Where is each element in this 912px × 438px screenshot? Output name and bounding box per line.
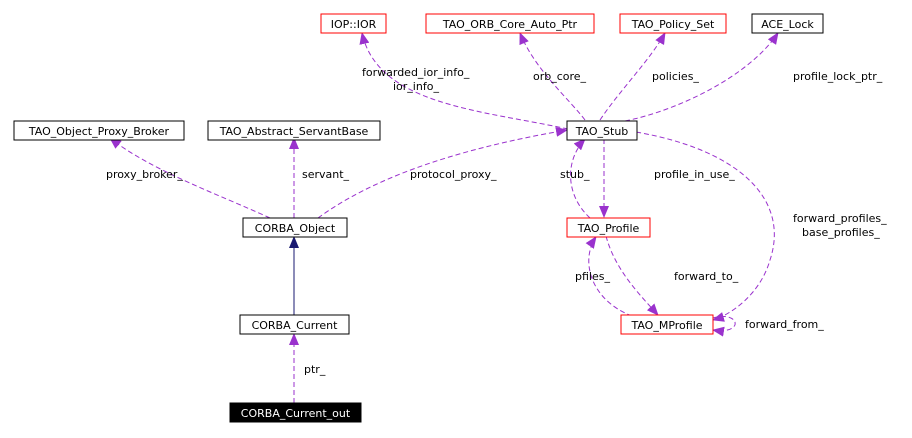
label-proxy-broker: proxy_broker_ — [106, 168, 183, 181]
label-policies: policies_ — [652, 70, 699, 83]
edge-forward-profiles — [635, 131, 775, 322]
edge-policies — [599, 32, 666, 121]
node-tao-abstract-servantbase[interactable]: TAO_Abstract_ServantBase — [207, 120, 381, 141]
node-tao-orb-core-auto-ptr[interactable]: TAO_ORB_Core_Auto_Ptr — [425, 13, 595, 34]
svg-text:ACE_Lock: ACE_Lock — [761, 18, 814, 31]
node-tao-stub[interactable]: TAO_Stub — [566, 120, 638, 141]
edge-forwarded-ior-info — [359, 32, 569, 130]
edge-forward-to — [605, 235, 659, 316]
svg-text:TAO_Profile: TAO_Profile — [577, 222, 640, 235]
label-forward-from: forward_from_ — [745, 318, 824, 331]
label-forwarded-ior-info: forwarded_ior_info_ — [362, 66, 470, 79]
svg-text:TAO_Policy_Set: TAO_Policy_Set — [631, 18, 715, 31]
node-iop-ior[interactable]: IOP::IOR — [320, 13, 387, 34]
svg-text:TAO_ORB_Core_Auto_Ptr: TAO_ORB_Core_Auto_Ptr — [442, 18, 578, 31]
label-servant: servant_ — [302, 168, 350, 181]
nodes: IOP::IOR TAO_ORB_Core_Auto_Ptr TAO_Polic… — [13, 13, 824, 423]
svg-text:IOP::IOR: IOP::IOR — [331, 18, 377, 31]
edge-labels: forwarded_ior_info_ ior_info_ orb_core_ … — [106, 66, 887, 376]
edge-proxy-broker — [109, 137, 271, 219]
label-forward-to: forward_to_ — [674, 270, 739, 283]
node-tao-object-proxy-broker[interactable]: TAO_Object_Proxy_Broker — [13, 120, 185, 141]
label-profile-in-use: profile_in_use_ — [654, 168, 735, 181]
node-tao-mprofile[interactable]: TAO_MProfile — [620, 314, 714, 335]
edge-orb-core — [519, 32, 586, 121]
edge-pfiles — [585, 236, 633, 317]
svg-text:CORBA_Object: CORBA_Object — [255, 222, 336, 235]
node-ace-lock[interactable]: ACE_Lock — [751, 13, 824, 34]
node-tao-profile[interactable]: TAO_Profile — [566, 217, 651, 238]
edge-stub — [570, 138, 591, 219]
label-profile-lock-ptr: profile_lock_ptr_ — [793, 70, 883, 83]
svg-text:CORBA_Current_out: CORBA_Current_out — [241, 407, 351, 420]
svg-text:TAO_Object_Proxy_Broker: TAO_Object_Proxy_Broker — [28, 125, 170, 138]
node-corba-current-out[interactable]: CORBA_Current_out — [229, 402, 362, 423]
label-protocol-proxy: protocol_proxy_ — [410, 168, 497, 181]
label-stub: stub_ — [560, 168, 590, 181]
label-forward-profiles: forward_profiles_ — [793, 212, 887, 225]
edge-protocol-proxy — [317, 126, 568, 219]
label-pfiles: pfiles_ — [575, 270, 610, 283]
label-base-profiles: base_profiles_ — [802, 226, 880, 239]
label-ptr: ptr_ — [304, 363, 326, 376]
svg-text:TAO_MProfile: TAO_MProfile — [630, 319, 702, 332]
svg-text:TAO_Abstract_ServantBase: TAO_Abstract_ServantBase — [219, 125, 369, 138]
label-orb-core: orb_core_ — [533, 70, 587, 83]
edge-forward-from — [712, 316, 736, 337]
svg-text:TAO_Stub: TAO_Stub — [575, 125, 629, 138]
node-corba-object[interactable]: CORBA_Object — [242, 217, 348, 238]
svg-text:CORBA_Current: CORBA_Current — [252, 319, 339, 332]
node-corba-current[interactable]: CORBA_Current — [239, 314, 350, 335]
label-ior-info: ior_info_ — [393, 80, 439, 93]
node-tao-policy-set[interactable]: TAO_Policy_Set — [619, 13, 727, 34]
edge-profile-lock-ptr — [624, 32, 779, 122]
edges — [109, 32, 779, 403]
